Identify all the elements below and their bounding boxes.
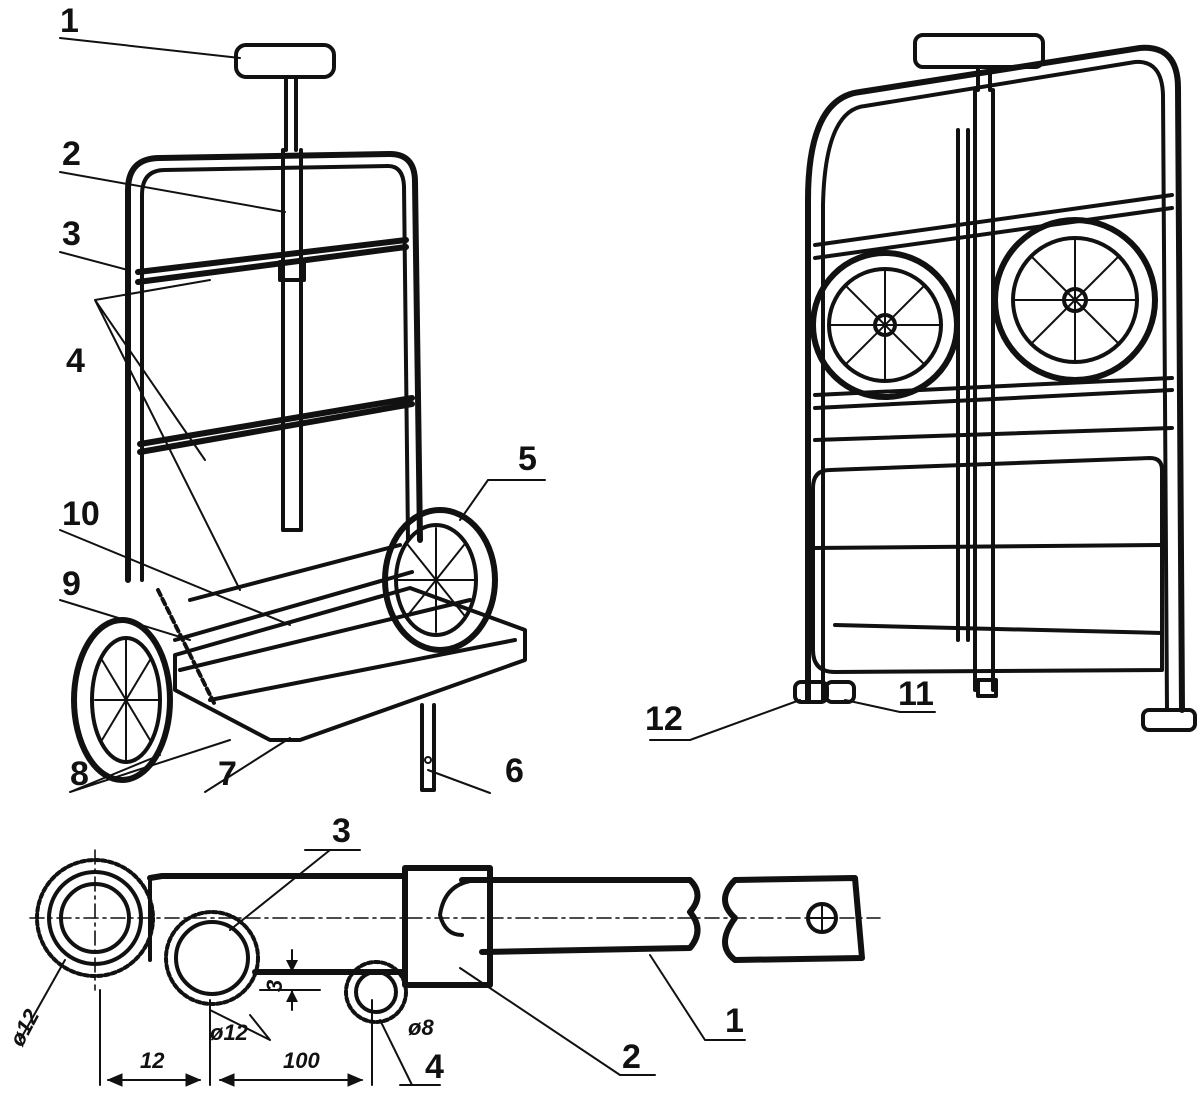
dim-12: 12 [140,1048,165,1073]
chain [156,588,217,707]
section-callout-3: 3 [332,812,351,850]
platform-frame [173,586,527,742]
folded-wheel-left [810,250,960,400]
dim-d8: ø8 [408,1015,434,1040]
callout-2: 2 [62,135,81,173]
section-detail: 3 2 1 4 ø12 ø12 ø8 3 12 100 [4,812,881,1087]
dim-100: 100 [283,1048,320,1073]
foot-11 [824,680,856,704]
tube-left-12 [35,858,155,978]
wheel-right [382,507,498,653]
axle [188,543,402,602]
callout-7: 7 [218,755,237,793]
tube-mid-12 [164,910,260,1006]
rod-end [722,875,865,963]
dim-d12-left: ø12 [4,1004,44,1050]
plate [147,873,408,975]
callout-9: 9 [62,565,81,603]
rod [459,877,701,955]
cart-assembled-view: 1 2 3 4 5 6 7 8 9 10 [59,2,546,794]
callout-5: 5 [518,440,537,478]
cart-folded-view: 12 11 [645,33,1197,741]
strap-upper [135,237,409,285]
dim-d12-mid: ø12 [210,1020,249,1045]
callout-6: 6 [505,752,524,790]
handle-rod-folded [973,88,995,692]
tube-small-8 [344,960,408,1024]
folded-wheel-right [992,217,1158,383]
strap-lower [137,395,415,455]
folded-frame [805,44,1185,713]
support-leg [420,703,436,792]
handle-rod [284,75,298,152]
callout-11: 11 [898,675,934,713]
folded-platform [811,456,1164,674]
callout-8: 8 [70,755,89,793]
section-callout-4: 4 [425,1048,444,1086]
callout-3: 3 [62,215,81,253]
main-frame [125,151,423,583]
handle-grip-folded [913,33,1045,69]
callout-4: 4 [66,342,85,380]
callout-1: 1 [60,2,79,40]
handle-grip [234,43,336,79]
callout-10: 10 [62,495,100,533]
sleeve [402,865,493,988]
telescopic-tube [281,148,303,532]
rod-clamp [278,260,306,282]
section-callout-1: 1 [725,1002,744,1040]
callout-12: 12 [645,700,683,738]
dim-3: 3 [262,980,287,992]
section-callout-2: 2 [622,1038,641,1076]
